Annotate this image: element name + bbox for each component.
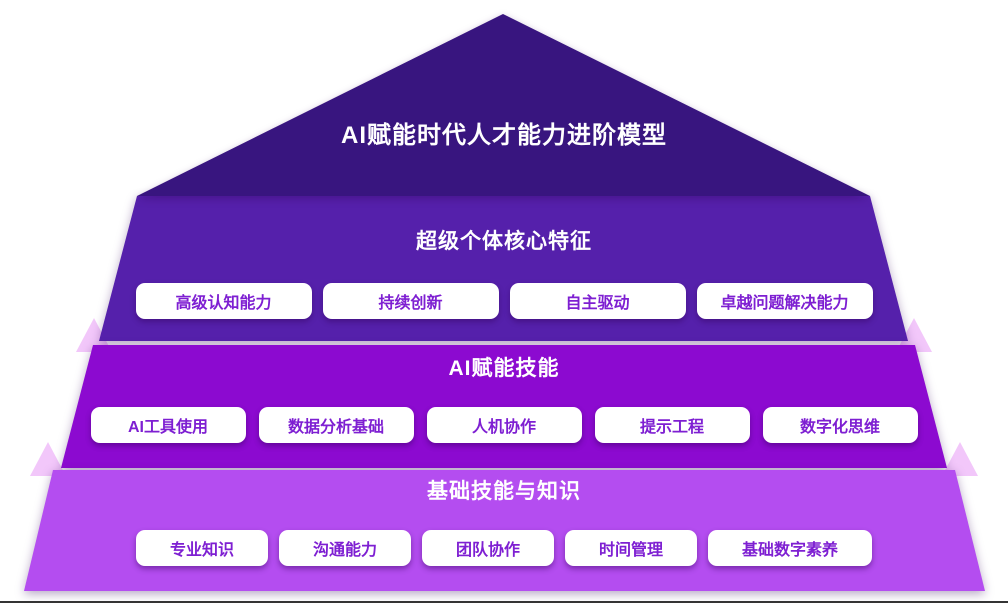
capability-pill-continuous-innovation: 持续创新 (322, 283, 499, 319)
skill-pill-ai-tools: AI工具使用 (90, 407, 246, 443)
foundation-pill-teamwork: 团队协作 (421, 530, 554, 566)
accent-fold-left-upper-icon (76, 318, 112, 352)
accent-fold-right-upper-icon (896, 318, 932, 352)
tier3-pill-row: AI工具使用 数据分析基础 人机协作 提示工程 数字化思维 (0, 407, 1008, 443)
skill-pill-data-analysis: 数据分析基础 (258, 407, 414, 443)
skill-pill-digital-thinking: 数字化思维 (762, 407, 918, 443)
roof-shape (137, 14, 870, 196)
foundation-pill-communication: 沟通能力 (278, 530, 411, 566)
capability-pill-advanced-cognition: 高级认知能力 (135, 283, 312, 319)
tier2-title: 超级个体核心特征 (416, 230, 592, 253)
bottom-frame-line (0, 601, 1008, 603)
accent-fold-right-lower-icon (942, 442, 978, 476)
foundation-pill-time-management: 时间管理 (565, 530, 698, 566)
tier2-pill-row: 高级认知能力 持续创新 自主驱动 卓越问题解决能力 (0, 283, 1008, 319)
skill-pill-prompt-engineering: 提示工程 (594, 407, 750, 443)
accent-fold-left-lower-icon (30, 442, 66, 476)
foundation-pill-digital-literacy: 基础数字素养 (708, 530, 873, 566)
skill-pill-human-machine: 人机协作 (426, 407, 582, 443)
tier4-title: 基础技能与知识 (427, 480, 581, 503)
capability-pill-self-driven: 自主驱动 (509, 283, 686, 319)
tier2-shape (99, 196, 908, 341)
foundation-pill-professional-knowledge: 专业知识 (135, 530, 268, 566)
tier3-title: AI赋能技能 (448, 357, 560, 380)
capability-pill-problem-solving: 卓越问题解决能力 (696, 283, 873, 319)
tier4-pill-row: 专业知识 沟通能力 团队协作 时间管理 基础数字素养 (0, 530, 1008, 566)
pyramid-title: AI赋能时代人才能力进阶模型 (341, 122, 667, 149)
